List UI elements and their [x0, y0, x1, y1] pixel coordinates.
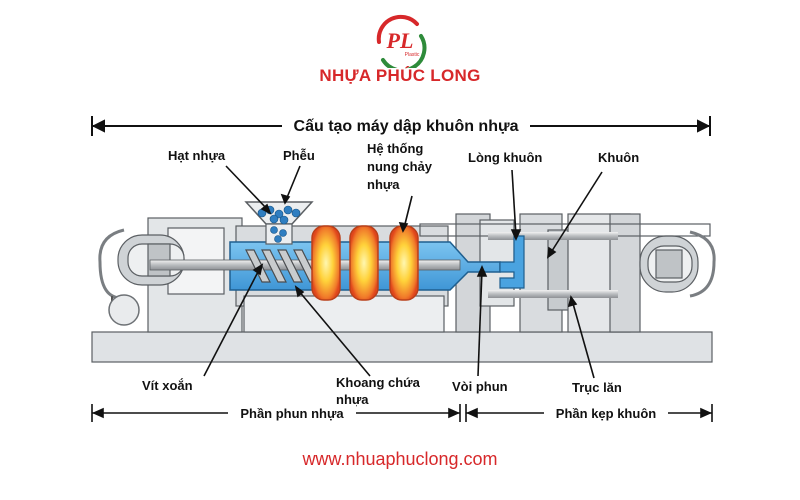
tie-rod-bottom — [488, 290, 618, 298]
counter-weight — [108, 294, 140, 326]
title-backdrop — [282, 112, 530, 138]
diagram-title: Cấu tạo máy dập khuôn nhựa — [294, 118, 519, 135]
label-phan-phun-nhua: Phần phun nhựa — [240, 406, 344, 421]
label-he-thong-line3: nhựa — [367, 177, 400, 192]
label-phan-kep-khuon: Phần kẹp khuôn — [556, 406, 656, 421]
label-he-thong-line1: Hệ thống — [367, 141, 423, 156]
heater-band-1 — [311, 225, 341, 301]
plastic-pellets — [257, 205, 301, 243]
machine-body — [91, 213, 713, 363]
tie-rod-top — [488, 232, 618, 240]
label-khoang-chua-line1: Khoang chứa — [336, 375, 421, 390]
label-voi-phun: Vòi phun — [452, 379, 508, 394]
mold-cavity — [499, 235, 525, 289]
website-url: www.nhuaphuclong.com — [302, 449, 498, 469]
phun-label-backdrop — [228, 404, 356, 422]
label-khoang-chua-line2: nhựa — [336, 392, 369, 407]
label-khuon: Khuôn — [598, 150, 639, 165]
label-vit-xoan: Vít xoắn — [142, 378, 193, 393]
heater-band-2 — [349, 225, 379, 301]
label-pheu: Phễu — [283, 148, 315, 163]
kep-label-backdrop — [544, 404, 668, 422]
pointer-lines — [203, 165, 603, 379]
label-he-thong-line2: nung chảy — [367, 159, 433, 174]
label-hat-nhua: Hạt nhựa — [168, 148, 226, 163]
phuc-long-logo: PL Plastic — [376, 14, 427, 68]
label-long-khuon: Lòng khuôn — [468, 150, 542, 165]
brand-name: NHỰA PHÚC LONG — [319, 66, 481, 85]
label-truc-lan: Trục lăn — [572, 380, 622, 395]
hydraulic-loop-left — [98, 228, 125, 300]
logo-small-text: Plastic — [405, 52, 420, 58]
screw-flights — [245, 249, 319, 283]
heater-band-3 — [389, 225, 419, 301]
logo-letters: PL — [386, 28, 414, 53]
heater-bands — [311, 225, 419, 301]
hydraulic-loop-right — [689, 230, 716, 298]
